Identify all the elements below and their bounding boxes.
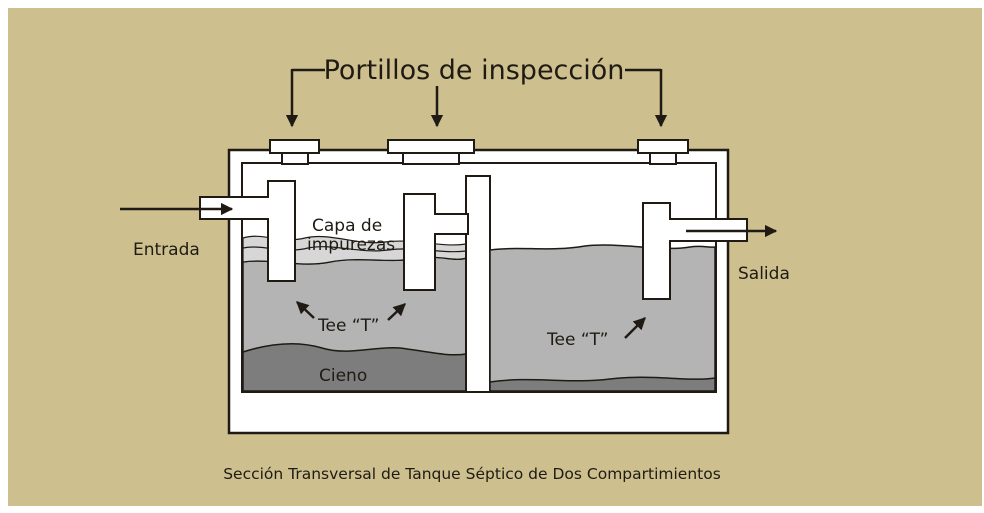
inspection-port-left	[269, 139, 320, 165]
scum-label-line2: impurezas	[307, 235, 395, 255]
middle-tee	[403, 193, 469, 291]
liquid-right	[489, 244, 716, 392]
sludge-right	[489, 376, 716, 392]
diagram-caption: Sección Transversal de Tanque Séptico de…	[223, 465, 721, 483]
diagram-title: Portillos de inspección	[324, 55, 625, 86]
inspection-port-right	[637, 139, 689, 165]
baffle-wall	[465, 175, 491, 393]
tee-label-right: Tee “T”	[546, 330, 608, 350]
sludge-left	[242, 342, 467, 392]
sludge-label: Cieno	[319, 366, 367, 386]
scum-label-line1: Capa de	[312, 216, 382, 236]
title-pointer-arrows	[285, 68, 668, 128]
tee-left-pointer-icon	[296, 301, 315, 319]
outlet-label: Salida	[738, 264, 790, 284]
tee-label-left: Tee “T”	[317, 316, 379, 336]
tee-right-pointer-icon	[624, 317, 646, 339]
inlet-tee	[199, 180, 296, 282]
tee-center-pointer-icon	[387, 303, 406, 321]
inlet-label: Entrada	[133, 240, 200, 260]
inspection-port-center	[387, 139, 475, 165]
